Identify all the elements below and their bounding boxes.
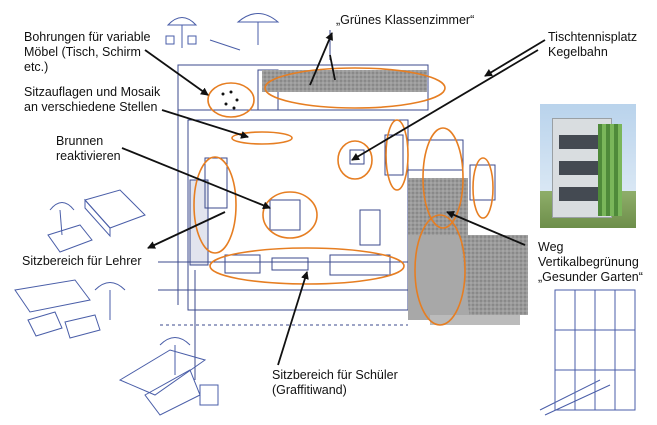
sketch-furniture	[165, 13, 280, 51]
label-weg: Weg Vertikalbegrünung „Gesunder Garten“	[538, 240, 643, 284]
vertical-greening	[598, 124, 622, 216]
sketch-teacher-area	[47, 189, 146, 253]
label-sitzauflagen: Sitzauflagen und Mosaik an verschiedene …	[24, 85, 161, 114]
building-photo	[540, 104, 636, 228]
label-tischtennis: Tischtennisplatz Kegelbahn	[548, 30, 638, 59]
label-klassenzimmer: „Grünes Klassenzimmer“	[336, 13, 475, 27]
label-bohrungen: Bohrungen für variable Möbel (Tisch, Sch…	[24, 30, 151, 74]
drill-holes	[221, 90, 239, 110]
arrows	[121, 32, 546, 366]
label-schueler: Sitzbereich für Schüler (Graffitiwand)	[272, 368, 398, 397]
hatched-areas	[262, 70, 528, 325]
sketch-student-area	[14, 279, 219, 416]
highlight-ellipses	[193, 67, 494, 326]
label-lehrer: Sitzbereich für Lehrer	[22, 254, 142, 268]
label-brunnen: Brunnen reaktivieren	[56, 134, 121, 163]
sketch-vertical-garden	[539, 289, 636, 416]
plan-lines	[158, 30, 496, 380]
